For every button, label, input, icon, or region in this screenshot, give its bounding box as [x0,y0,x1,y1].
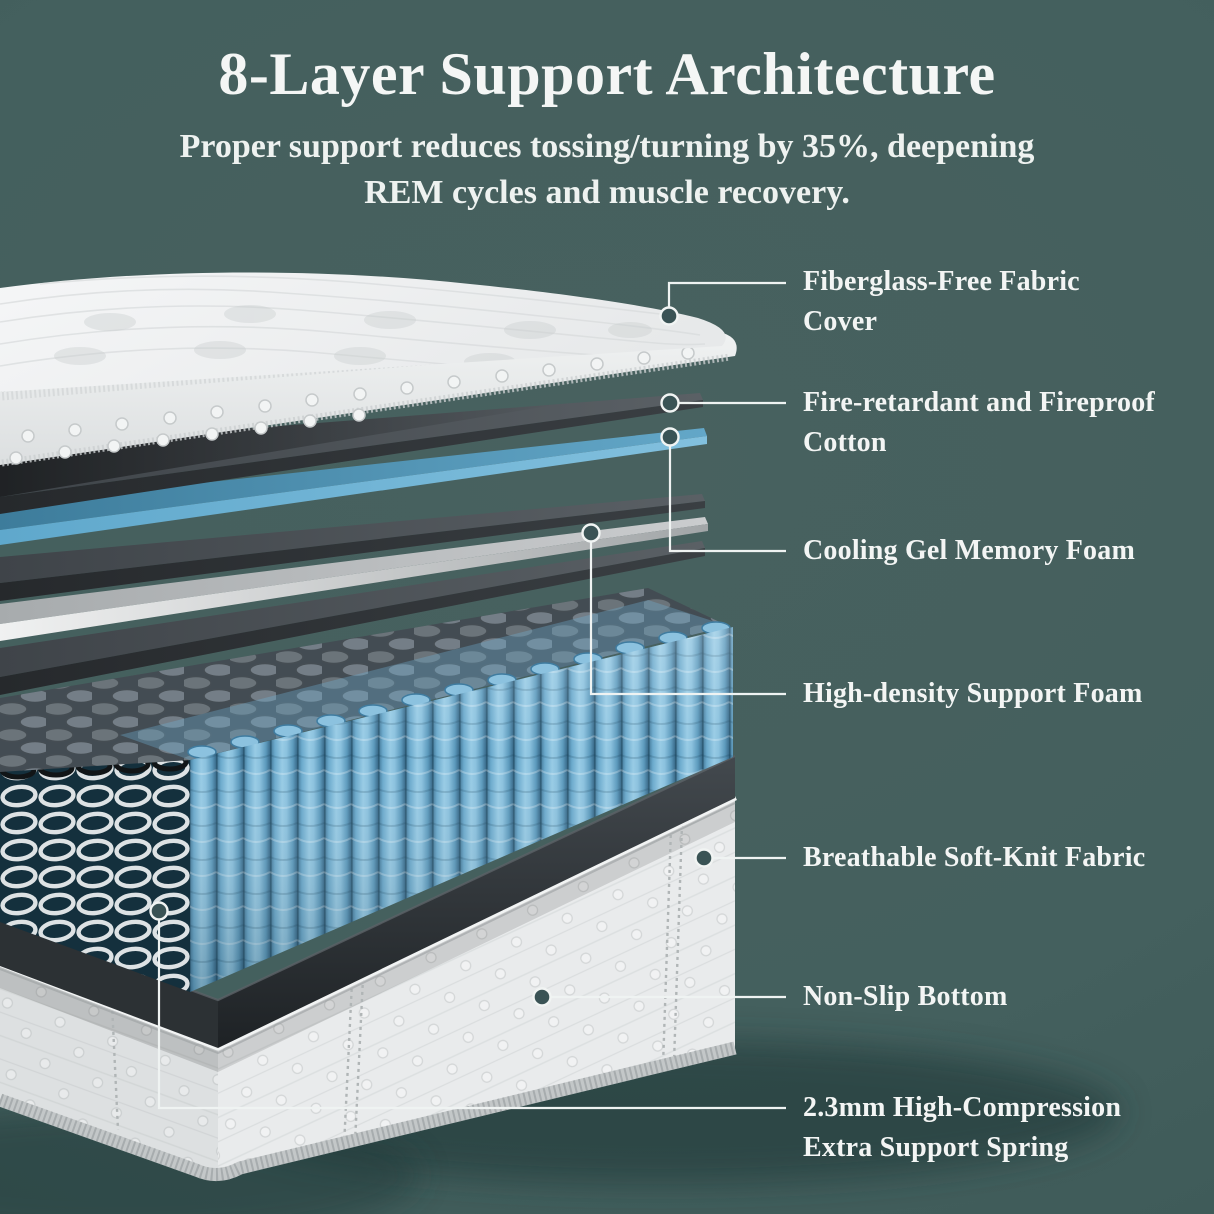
callout-dot-support-foam [581,523,601,543]
page-subtitle: Proper support reduces tossing/turning b… [0,124,1214,216]
callout-label-breathable-soft-knit-fabric: Breathable Soft-Knit Fabric [803,842,1146,873]
transition-foam-layer [0,494,705,601]
callout-dot-spring [149,901,169,921]
callout-lines [149,281,786,1110]
fire-retardant-cotton-layer [0,393,703,514]
callout-label-non-slip-bottom: Non-Slip Bottom [803,981,1008,1012]
subtitle-line-2: REM cycles and muscle recovery. [364,174,850,211]
callout-dot-fiberglass [659,306,679,326]
callout-label-fire-retardant-fireproof-cotton: Fire-retardant and Fireproof Cotton [803,387,1155,458]
callout-label-fiberglass-free-fabric-cover: Fiberglass-Free Fabric Cover [803,266,1080,337]
callout-label-high-density-support-foam: High-density Support Foam [803,678,1143,709]
callout-dot-non-slip [532,987,552,1007]
header: 8-Layer Support Architecture Proper supp… [0,42,1214,216]
pillow-eyelets [9,346,695,465]
pillow-top-layer [0,272,737,467]
page-title: 8-Layer Support Architecture [218,41,996,107]
cooling-gel-memory-foam-layer [0,428,707,545]
pocket-coil-layer [0,588,733,992]
callout-dot-cooling-gel [660,427,680,447]
pillow-top-face [0,272,726,392]
callout-line-spring [157,920,786,1110]
callout-line-fiberglass [667,281,786,308]
callout-dot-fire-retardant [660,393,680,413]
callout-dot-soft-knit [694,848,714,868]
callout-line-cooling-gel [668,446,786,553]
base-stitch-seam [110,823,684,1147]
subtitle-line-1: Proper support reduces tossing/turning b… [179,128,1035,165]
high-density-support-foam-layer [0,517,708,641]
callout-label-cooling-gel-memory-foam: Cooling Gel Memory Foam [803,535,1135,566]
spring-coils [0,760,190,992]
steel-springs-region [0,752,190,992]
callout-label-high-compression-spring: 2.3mm High-Compression Extra Support Spr… [803,1092,1122,1163]
pillow-dimples [54,305,652,371]
base-foam-layer [0,541,705,695]
callout-line-support-foam [589,542,786,696]
